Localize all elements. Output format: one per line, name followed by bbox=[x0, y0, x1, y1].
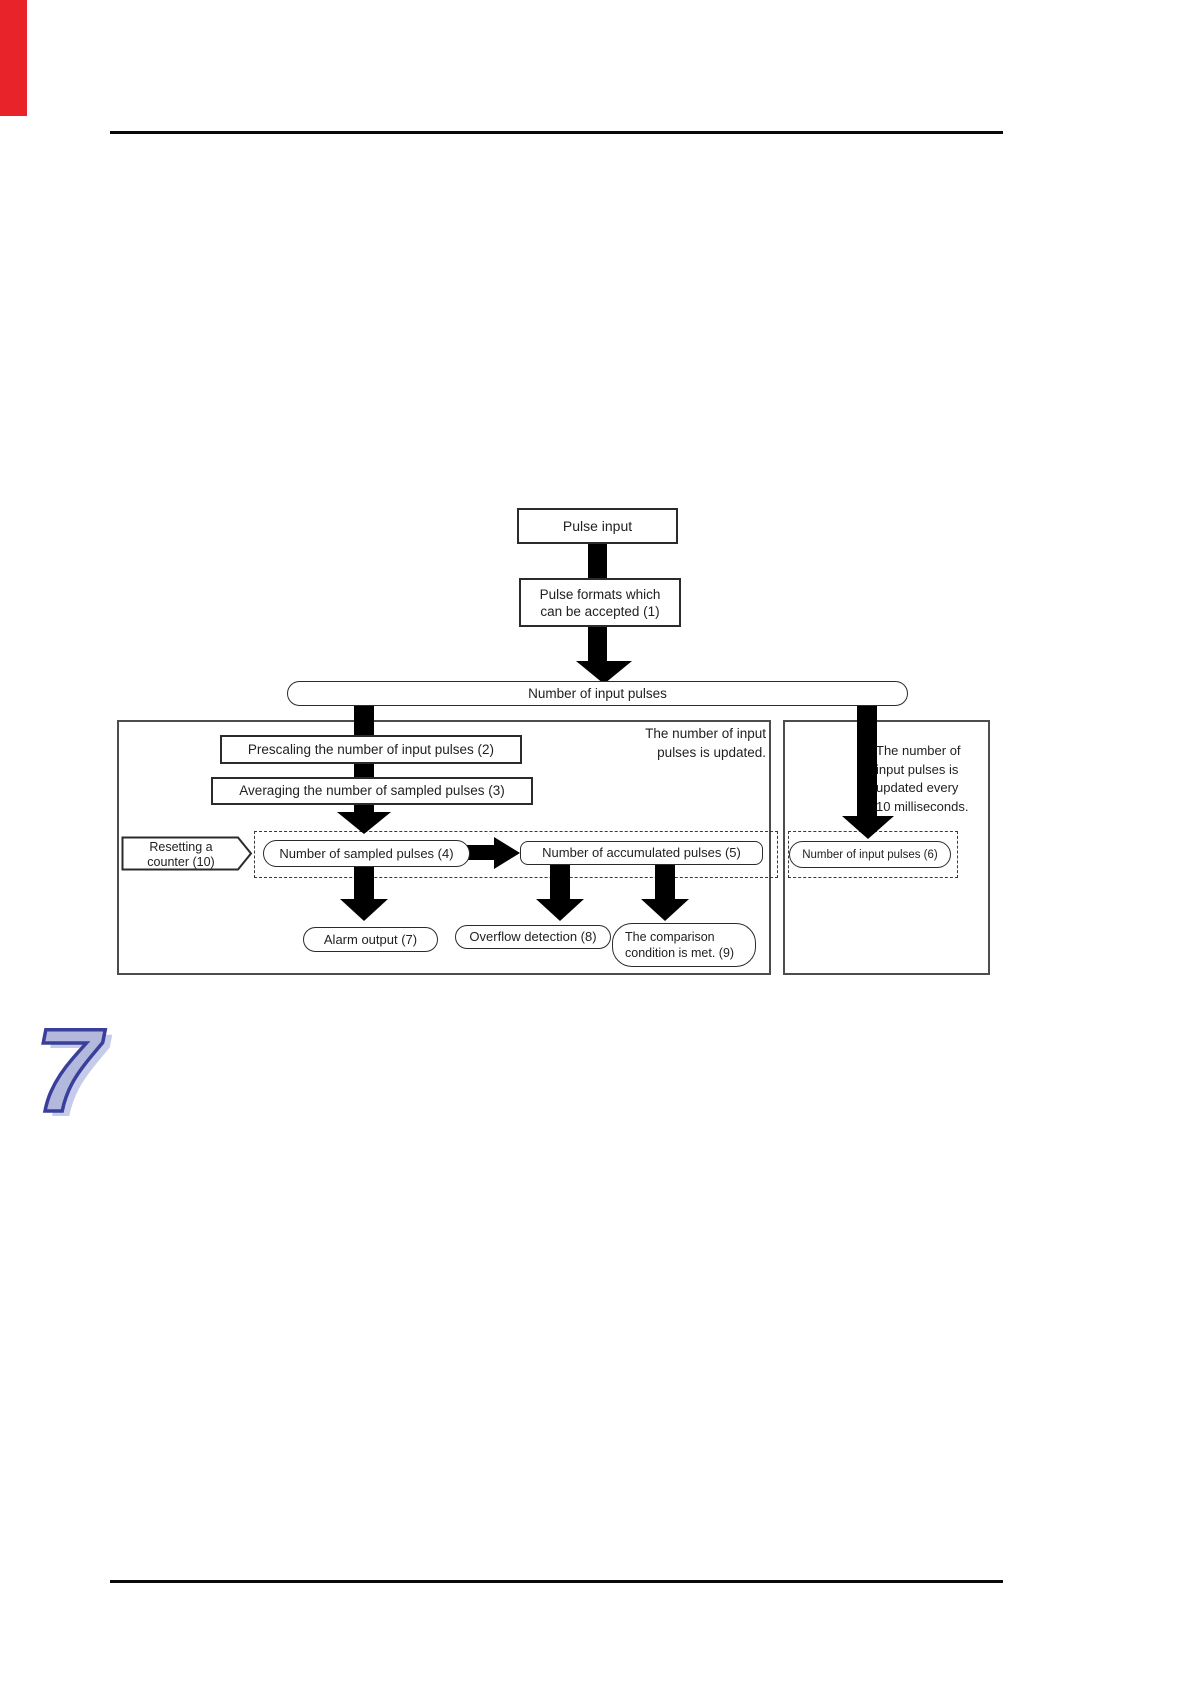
comparison-line1: The comparison bbox=[625, 929, 715, 944]
comparison-box: The comparison condition is met. (9) bbox=[612, 923, 756, 967]
update-10ms-line1: The number of bbox=[876, 743, 961, 758]
overflow-detection-label: Overflow detection (8) bbox=[469, 929, 597, 944]
update-10ms-line4: 10 milliseconds. bbox=[876, 798, 969, 814]
sampled-accumulated-dashed-region bbox=[254, 831, 778, 878]
alarm-output-box: Alarm output (7) bbox=[303, 927, 438, 952]
alarm-output-label: Alarm output (7) bbox=[323, 931, 418, 947]
resetting-counter-line1: Resetting a bbox=[149, 840, 212, 854]
accumulated-pulses-box: Number of accumulated pulses (5) bbox=[520, 841, 763, 865]
overflow-detection-box: Overflow detection (8) bbox=[455, 925, 611, 949]
chapter-numeral-shadow: 7 bbox=[42, 1010, 113, 1142]
update-note: The number of input pulses is updated. bbox=[560, 725, 766, 762]
input-pulses-bar-label: Number of input pulses bbox=[528, 685, 667, 701]
input-pulses-bar: Number of input pulses bbox=[287, 681, 908, 706]
prescaling-label: Prescaling the number of input pulses (2… bbox=[247, 741, 495, 757]
connector-prescaling-to-averaging bbox=[354, 763, 374, 778]
update-10ms-line2: input pulses is bbox=[876, 761, 959, 777]
right-update-panel bbox=[783, 720, 990, 975]
pulse-formats-box: Pulse formats which can be accepted (1) bbox=[519, 578, 681, 627]
left-process-container bbox=[117, 720, 771, 975]
header-rule bbox=[110, 131, 1003, 134]
arrow-formats-to-bar-head bbox=[576, 661, 632, 684]
chapter-tab-marker bbox=[0, 0, 27, 116]
prescaling-box: Prescaling the number of input pulses (2… bbox=[220, 735, 522, 764]
arrow-accumulated-to-overflow-stem bbox=[550, 864, 570, 901]
update-note-line1: The number of input bbox=[645, 726, 766, 741]
connector-pulse-to-formats bbox=[588, 542, 607, 580]
update-note-line2: pulses is updated. bbox=[657, 744, 766, 760]
pulse-input-box: Pulse input bbox=[517, 508, 678, 544]
averaging-label: Averaging the number of sampled pulses (… bbox=[239, 783, 505, 798]
update-10ms-line3: updated every bbox=[876, 780, 959, 795]
pulse-formats-line1: Pulse formats which bbox=[539, 586, 661, 602]
pulse-formats-line2: can be accepted (1) bbox=[540, 603, 660, 619]
arrow-sampled-to-accumulated-stem bbox=[465, 845, 496, 860]
arrow-averaging-to-sampled-head bbox=[337, 812, 391, 834]
accumulated-pulses-label: Number of accumulated pulses (5) bbox=[542, 845, 741, 860]
arrow-sampled-to-alarm-head bbox=[340, 899, 388, 921]
input-pulses6-box: Number of input pulses (6) bbox=[789, 841, 951, 868]
input-pulses6-label: Number of input pulses (6) bbox=[802, 848, 938, 861]
arrow-accumulated-to-comparison-stem bbox=[655, 864, 675, 901]
sampled-pulses-label: Number of sampled pulses (4) bbox=[279, 845, 454, 861]
chapter-numeral-main: 7 bbox=[35, 1008, 106, 1137]
arrow-sampled-to-alarm-stem bbox=[354, 866, 374, 901]
footer-rule bbox=[110, 1580, 1003, 1583]
arrow-accumulated-to-comparison-head bbox=[641, 899, 689, 921]
update-10ms-note: The number of input pulses is updated ev… bbox=[876, 742, 992, 816]
resetting-counter-shape: Resetting a counter (10) bbox=[121, 836, 253, 871]
averaging-box: Averaging the number of sampled pulses (… bbox=[211, 777, 533, 805]
comparison-line2: condition is met. (9) bbox=[625, 946, 735, 960]
arrow-bar-to-input6-head bbox=[842, 816, 894, 839]
arrow-accumulated-to-overflow-head bbox=[536, 899, 584, 921]
arrow-formats-to-bar-stem bbox=[588, 626, 607, 662]
arrow-bar-to-input6-stem bbox=[857, 703, 877, 818]
connector-bar-to-prescaling bbox=[354, 704, 374, 737]
sampled-pulses-box: Number of sampled pulses (4) bbox=[263, 840, 470, 867]
chapter-numeral: 7 7 bbox=[33, 1008, 113, 1142]
resetting-counter-line2: counter (10) bbox=[147, 855, 214, 869]
arrow-sampled-to-accumulated-head bbox=[494, 837, 520, 869]
arrow-averaging-to-sampled-stem bbox=[354, 804, 374, 814]
pulse-input-label: Pulse input bbox=[562, 518, 633, 534]
